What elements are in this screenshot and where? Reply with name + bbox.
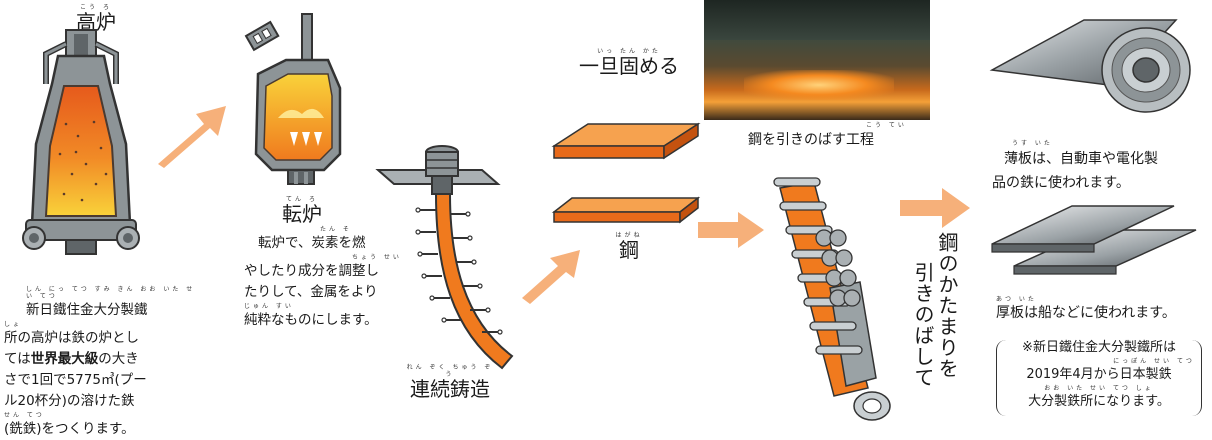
desc-ruby: しん にっ てつ すみ きん おお いた せい てつ [26, 286, 196, 300]
thin-plate-description: うす いた薄板は、自動車や電化製 品の鉄に使われます。 [992, 140, 1208, 195]
desc-line: ては [4, 351, 31, 367]
note-bracket-right [1191, 340, 1202, 416]
photo-machine [704, 0, 930, 40]
desc-line: さで1回で5775㎥(プー [4, 372, 147, 388]
continuous-casting-ruby: れん ぞく ちゅう ぞう [406, 364, 494, 378]
blast-furnace-description: しん にっ てつ すみ きん おお いた せい てつ新日鐵住金大分製鐵 しょ所の… [4, 286, 204, 440]
desc-line: 純粋なものにします。 [244, 312, 378, 328]
flow-arrow-3 [698, 212, 764, 248]
note-ruby: おお いた せい てつ しょ [1044, 385, 1154, 392]
blast-furnace-title: こう ろ 高炉 [72, 4, 120, 33]
converter-ruby: てん ろ [286, 196, 318, 203]
flow-arrow-1 [158, 106, 226, 168]
thick-plate-description: あつ いた 厚板は船などに使われます。 [996, 296, 1210, 323]
desc-line: 新日鐵住金大分製鐵 [26, 302, 148, 318]
desc-line: ル20杯分)の溶けた鉄 [4, 393, 135, 409]
thick-plate-line: 厚板は船などに使われます。 [996, 305, 1176, 321]
steel-title: はがね 鋼 [614, 232, 644, 261]
rolling-caption-col1: 鋼のかたまりを [935, 232, 959, 379]
thick-plate-ruby: あつ いた [996, 296, 1037, 303]
thin-plate-line: 薄板は、自動車や電化製 [1004, 151, 1158, 167]
desc-emphasis: 世界最大級 [30, 351, 99, 367]
caption-ruby: こう てい [866, 122, 907, 129]
steel-ruby: はがね [615, 232, 643, 239]
note-line: 大分製鉄所になります。 [1028, 394, 1170, 409]
desc-ruby: しょ [4, 321, 23, 328]
continuous-casting-title: れん ぞく ちゅう ぞう 連続鋳造 [404, 364, 496, 400]
desc-line: たりして、金属をより [244, 284, 378, 300]
steel-slabs-illustration [551, 122, 701, 224]
thick-plate-illustration [991, 205, 1197, 275]
desc-ruby: じゅん すい [244, 303, 294, 310]
converter-label: 転炉 [282, 202, 322, 226]
desc-line: やしたり成分を調整し [244, 263, 379, 279]
note-bracket-left [996, 340, 1007, 416]
rolling-photo-caption: こう てい 鋼を引きのばす工程 [748, 122, 918, 149]
thin-plate-coil-illustration [989, 19, 1191, 113]
solidify-ruby: いっ たん かた [597, 48, 661, 55]
photo-glow [744, 70, 894, 100]
desc-line: (銑鉄)をつくります。 [4, 421, 135, 437]
caption-text: 鋼を引きのばす工程 [748, 132, 874, 148]
desc-line: 転炉で、炭素を燃 [258, 235, 366, 251]
flow-arrow-2 [522, 250, 580, 304]
rolling-photo [704, 0, 930, 120]
blast-furnace-ruby: こう ろ [80, 4, 112, 11]
thin-plate-line: 品の鉄に使われます。 [992, 175, 1130, 191]
continuous-casting-label: 連続鋳造 [410, 377, 490, 401]
desc-ruby: ちょう せい [352, 254, 402, 261]
rolling-caption-col2: 引きのばして [911, 262, 935, 388]
note-line: ※新日鐵住金大分製鐵所は [1022, 340, 1176, 355]
blast-furnace-label: 高炉 [76, 10, 116, 34]
desc-ruby: せん てつ [4, 412, 45, 419]
solidify-title: いっ たん かた 一旦固める [574, 48, 684, 77]
solidify-label: 一旦固める [579, 54, 679, 78]
steel-label: 鋼 [619, 238, 639, 262]
converter-description: たん そ転炉で、炭素を燃 ちょう せいやしたり成分を調整し たりして、金属をより… [244, 226, 404, 331]
converter-illustration [244, 13, 342, 185]
desc-line: 所の高炉は鉄の炉とし [4, 330, 139, 346]
thin-plate-ruby: うす いた [1012, 140, 1053, 147]
desc-ruby: たん そ [320, 226, 352, 233]
rolling-mill-illustration [773, 177, 891, 421]
flow-arrow-4 [900, 188, 970, 228]
continuous-casting-illustration [375, 145, 514, 370]
desc-line: の大き [98, 351, 139, 367]
blast-furnace-illustration [22, 29, 140, 255]
note-box: ※新日鐵住金大分製鐵所は にっぽん せい てつ 2019年4月から日本製鉄 おお … [996, 338, 1202, 422]
note-line: 2019年4月から日本製鉄 [1026, 367, 1172, 382]
note-ruby: にっぽん せい てつ [1113, 358, 1195, 365]
converter-title: てん ろ 転炉 [282, 196, 322, 225]
